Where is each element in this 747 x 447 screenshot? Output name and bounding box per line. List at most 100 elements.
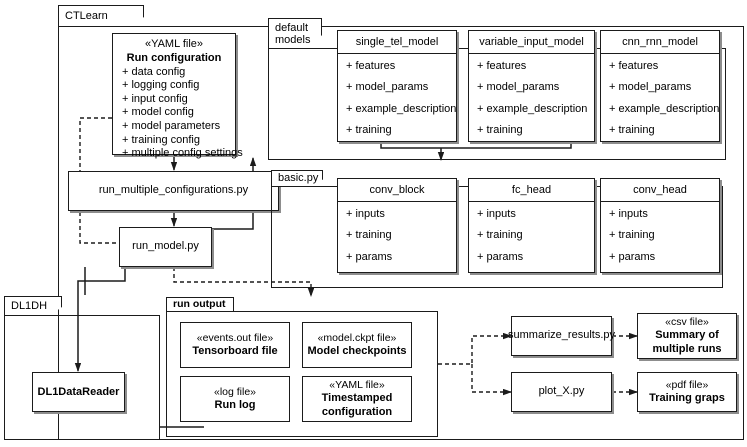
package-tab-dl1dh: DL1DH: [4, 296, 62, 316]
package-label-default-models-line1: default: [275, 21, 309, 34]
run-configuration-attributes: + data config + logging config + input c…: [113, 65, 243, 161]
artifact-summary-content: «csv file» Summary of multiple runs: [638, 314, 736, 358]
class-conv-head-attributes: + inputs + training + params: [601, 202, 719, 269]
attr-training: + training: [609, 124, 655, 137]
class-fc-head-title: fc_head: [511, 184, 552, 196]
artifact-run-log[interactable]: «log file» Run log: [180, 376, 290, 422]
edge-models-merge-bar: [380, 141, 572, 149]
script-plot-x[interactable]: plot_X.py: [511, 372, 612, 412]
artifact-model-checkpoints[interactable]: «model.ckpt file» Model checkpoints: [302, 322, 412, 368]
artifact-run-log-stereotype: «log file»: [213, 385, 257, 398]
edge-runmodel-to-dl1datareader: [74, 267, 126, 372]
artifact-run-log-content: «log file» Run log: [181, 377, 289, 421]
attr-multiple-config-settings: + multiple config settings: [122, 147, 243, 160]
artifact-training-graphs-name: Training graps: [649, 391, 725, 404]
attr-training: + training: [477, 229, 523, 242]
attr-params: + params: [477, 250, 524, 263]
attr-model-params: + model_params: [346, 81, 429, 94]
class-single-tel-model-attributes: + features + model_params + example_desc…: [338, 54, 456, 142]
attr-training: + training: [477, 124, 523, 137]
class-variable-input-model-title: variable_input_model: [479, 36, 584, 48]
attr-training: + training: [346, 229, 392, 242]
artifact-model-checkpoints-name: Model checkpoints: [307, 344, 407, 357]
attr-example-description: + example_description: [477, 102, 588, 115]
artifact-tensorboard-file-stereotype: «events.out file»: [196, 331, 274, 344]
attr-inputs: + inputs: [477, 208, 516, 221]
artifact-training-graphs-stereotype: «pdf file»: [665, 378, 709, 391]
class-single-tel-model[interactable]: single_tel_model + features + model_para…: [337, 30, 457, 142]
edge-runoutput-to-summarize: [438, 332, 512, 365]
artifact-timestamped-configuration-stereotype: «YAML file»: [329, 378, 385, 391]
attr-params: + params: [609, 250, 656, 263]
attr-data-config: + data config: [122, 65, 186, 78]
artifact-tensorboard-file[interactable]: «events.out file» Tensorboard file: [180, 322, 290, 368]
package-label-ctlearn: CTLearn: [65, 9, 108, 22]
attr-example-description: + example_description: [609, 102, 720, 115]
divider: [338, 53, 456, 55]
class-fc-head-attributes: + inputs + training + params: [469, 202, 594, 269]
script-run-multiple-configurations[interactable]: run_multiple_configurations.py: [68, 171, 279, 211]
package-label-dl1dh: DL1DH: [11, 299, 48, 312]
artifact-run-log-name: Run log: [214, 398, 256, 411]
attr-inputs: + inputs: [609, 208, 648, 221]
divider: [338, 201, 456, 203]
artifact-timestamped-configuration-content: «YAML file» Timestamped configuration: [303, 377, 411, 421]
class-single-tel-model-title: single_tel_model: [355, 36, 439, 48]
class-cnn-rnn-model-title: cnn_rnn_model: [622, 36, 698, 48]
class-conv-head[interactable]: conv_head + inputs + training + params: [600, 178, 720, 273]
attr-logging-config: + logging config: [122, 79, 200, 92]
attr-model-params: + model_params: [609, 81, 692, 94]
attr-inputs: + inputs: [346, 208, 385, 221]
edge-runmodel-to-runoutput: [173, 267, 315, 297]
artifact-summary-of-multiple-runs[interactable]: «csv file» Summary of multiple runs: [637, 313, 737, 359]
script-run-model[interactable]: run_model.py: [119, 227, 212, 267]
attr-training: + training: [609, 229, 655, 242]
artifact-timestamped-configuration-name: Timestamped configuration: [321, 391, 393, 418]
attr-features: + features: [609, 60, 659, 73]
divider: [469, 53, 594, 55]
artifact-timestamped-configuration[interactable]: «YAML file» Timestamped configuration: [302, 376, 412, 422]
package-dl1dh: [4, 315, 160, 440]
package-ctlearn: [58, 26, 744, 440]
artifact-model-checkpoints-content: «model.ckpt file» Model checkpoints: [303, 323, 411, 367]
script-run-multiple-configurations-label: run_multiple_configurations.py: [98, 184, 249, 197]
artifact-summary-stereotype: «csv file»: [665, 315, 709, 328]
class-fc-head[interactable]: fc_head + inputs + training + params: [468, 178, 595, 273]
run-configuration-name: Run configuration: [126, 51, 222, 64]
script-plot-x-label: plot_X.py: [538, 385, 585, 398]
package-tab-basic-py: basic.py: [271, 170, 323, 187]
class-conv-block-title: conv_block: [369, 184, 425, 196]
class-conv-block[interactable]: conv_block + inputs + training + params: [337, 178, 457, 273]
artifact-model-checkpoints-stereotype: «model.ckpt file»: [317, 331, 397, 344]
class-cnn-rnn-model-attributes: + features + model_params + example_desc…: [601, 54, 719, 142]
class-dl1datareader[interactable]: DL1DataReader: [32, 372, 125, 412]
attr-input-config: + input config: [122, 92, 188, 105]
divider: [601, 53, 719, 55]
artifact-tensorboard-file-name: Tensorboard file: [192, 344, 278, 357]
attr-model-parameters: + model parameters: [122, 120, 221, 132]
artifact-training-graphs-content: «pdf file» Training graps: [638, 373, 736, 411]
class-cnn-rnn-model[interactable]: cnn_rnn_model + features + model_params …: [600, 30, 720, 142]
class-variable-input-model[interactable]: variable_input_model + features + model_…: [468, 30, 595, 142]
attr-training-config: + training config: [122, 133, 200, 146]
class-dl1datareader-label: DL1DataReader: [37, 386, 120, 398]
attr-training: + training: [346, 124, 392, 137]
artifact-training-graphs[interactable]: «pdf file» Training graps: [637, 372, 737, 412]
divider: [469, 201, 594, 203]
package-tab-run-output: run output: [166, 297, 234, 312]
class-run-configuration[interactable]: «YAML file» Run configuration + data con…: [112, 33, 243, 159]
package-label-default-models-line2: models: [275, 33, 311, 46]
attr-example-description: + example_description: [346, 102, 457, 115]
package-label-run-output: run output: [173, 298, 226, 311]
attr-model-params: + model_params: [477, 81, 560, 94]
attr-model-config: + model config: [122, 106, 194, 119]
divider: [601, 201, 719, 203]
class-variable-input-model-attributes: + features + model_params + example_desc…: [469, 54, 594, 142]
class-conv-block-attributes: + inputs + training + params: [338, 202, 456, 269]
script-summarize-results[interactable]: summarize_results.py: [508, 316, 615, 356]
artifact-tensorboard-file-content: «events.out file» Tensorboard file: [181, 323, 289, 367]
attr-params: + params: [346, 250, 393, 263]
script-run-model-label: run_model.py: [132, 240, 199, 253]
run-configuration-stereotype: «YAML file»: [144, 38, 204, 50]
